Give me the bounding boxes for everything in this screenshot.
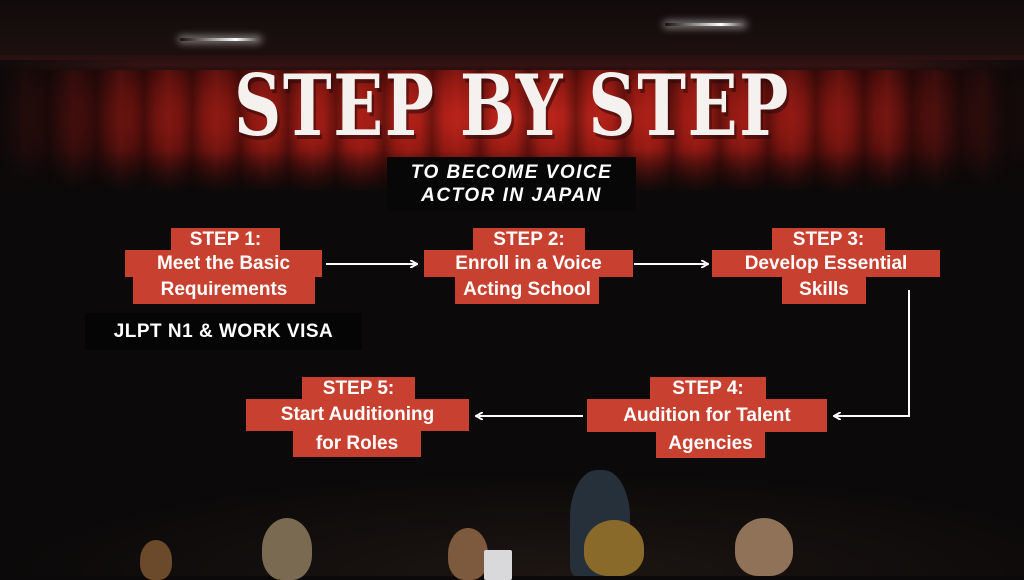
person-silhouette (735, 518, 793, 576)
step-2-title-line-1: Enroll in a Voice (424, 250, 633, 277)
subtitle-line-2: ACTOR IN JAPAN (421, 185, 602, 206)
step-2-number: STEP 2: (473, 228, 585, 252)
step-3-title-line-1: Develop Essential (712, 250, 940, 277)
person-silhouette (448, 528, 488, 580)
step-3-number: STEP 3: (772, 228, 885, 252)
step-1-number: STEP 1: (171, 228, 280, 252)
stage-light-icon (665, 23, 745, 26)
step-5-title-line-1: Start Auditioning (246, 399, 469, 431)
step-4-title-line-2: Agencies (656, 430, 765, 458)
page-title: STEP BY STEP (234, 56, 790, 155)
step-1-title-line-2: Requirements (133, 275, 315, 304)
step-1-title-line-1: Meet the Basic (125, 250, 322, 277)
requirements-note: JLPT N1 & WORK VISA (85, 313, 362, 350)
paper-script (484, 550, 512, 580)
step-5-number: STEP 5: (302, 377, 415, 401)
subtitle-banner: TO BECOME VOICE ACTOR IN JAPAN (387, 157, 636, 211)
subtitle-line-1: TO BECOME VOICE (410, 162, 613, 183)
step-4-title-line-1: Audition for Talent (587, 399, 827, 432)
step-5-title-line-2: for Roles (293, 430, 421, 457)
step-2-title-line-2: Acting School (455, 275, 599, 304)
person-silhouette (262, 518, 312, 580)
step-3-title-line-2: Skills (782, 275, 866, 304)
step-4-number: STEP 4: (650, 377, 766, 401)
arrow-step3-to-step4 (835, 290, 910, 416)
stage-light-icon (180, 38, 260, 41)
person-silhouette (140, 540, 172, 580)
person-silhouette (584, 520, 644, 576)
